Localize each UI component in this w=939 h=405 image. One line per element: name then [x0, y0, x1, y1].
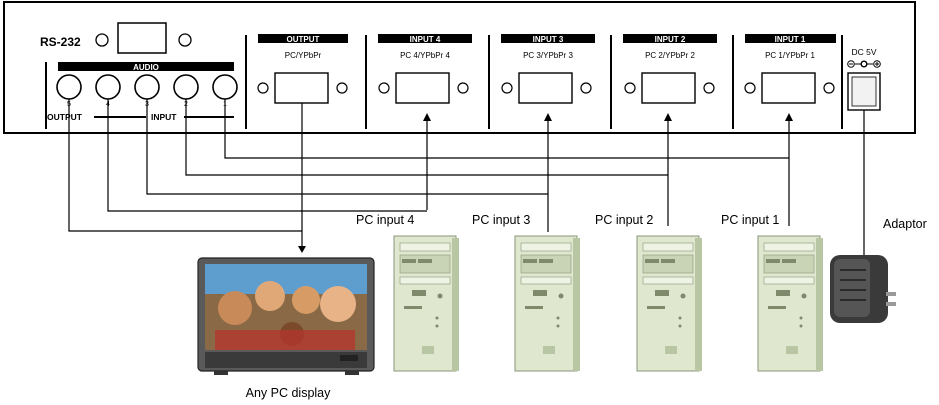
audio-jack-5 — [56, 74, 82, 100]
dc-label: DC 5V — [851, 47, 876, 57]
audio-header-label: AUDIO — [133, 63, 159, 72]
rs232-screw-right — [178, 33, 192, 47]
audio-header-bar — [58, 62, 234, 71]
port-input-4-connector — [395, 72, 450, 104]
display-label: Any PC display — [246, 386, 332, 400]
audio-jack-3 — [134, 74, 160, 100]
port-input-2-header: INPUT 2 — [655, 35, 686, 44]
pc-input-4-label: PC input 4 — [356, 213, 414, 227]
audio-input-label: INPUT — [151, 112, 177, 122]
dc-power-jack: DC 5V — [841, 35, 881, 129]
port-input-2-sub: PC 2/YPbPr 2 — [645, 51, 695, 60]
port-input-2: INPUT 2 PC 2/YPbPr 2 — [610, 34, 717, 129]
audio-cable-output — [68, 99, 303, 248]
port-output-connector — [274, 72, 329, 104]
port-input-3: INPUT 3 PC 3/YPbPr 3 — [488, 34, 595, 129]
port-input-4-sub: PC 4/YPbPr 4 — [400, 51, 450, 60]
port-input-4: INPUT 4 PC 4/YPbPr 4 — [365, 34, 472, 129]
audio-jack-2 — [173, 74, 199, 100]
pc-tower-3 — [514, 235, 580, 372]
port-output-sub: PC/YPbPr — [285, 51, 322, 60]
port-input-1-connector — [761, 72, 816, 104]
pc-tower-1 — [757, 235, 823, 372]
port-input-1: INPUT 1 PC 1/YPbPr 1 — [732, 34, 836, 129]
rs232-screw-left — [95, 33, 109, 47]
port-output: OUTPUT PC/YPbPr — [245, 34, 348, 129]
port-input-2-connector — [641, 72, 696, 104]
pc-tower-2 — [636, 235, 702, 372]
audio-cable-2 — [185, 99, 668, 176]
port-input-1-header: INPUT 1 — [775, 35, 806, 44]
port-input-3-header: INPUT 3 — [533, 35, 564, 44]
audio-cables — [68, 99, 789, 253]
audio-output-label: OUTPUT — [47, 112, 83, 122]
power-adaptor — [830, 255, 896, 323]
port-input-1-sub: PC 1/YPbPr 1 — [765, 51, 815, 60]
rs232-label: RS-232 — [40, 35, 81, 49]
port-input-3-sub: PC 3/YPbPr 3 — [523, 51, 573, 60]
adaptor-label: Adaptor — [883, 217, 927, 231]
audio-jack-4 — [95, 74, 121, 100]
audio-cable-4 — [107, 99, 427, 212]
audio-jack-1 — [212, 74, 238, 100]
pc-display — [197, 257, 375, 375]
pc-input-1-label: PC input 1 — [721, 213, 779, 227]
audio-cable-3 — [146, 99, 548, 195]
rs232-connector — [117, 22, 167, 54]
video-cables — [301, 103, 865, 255]
port-input-3-connector — [518, 72, 573, 104]
pc-input-2-label: PC input 2 — [595, 213, 653, 227]
pc-input-3-label: PC input 3 — [472, 213, 530, 227]
port-input-4-header: INPUT 4 — [410, 35, 441, 44]
display-arrow-head — [298, 246, 306, 253]
pc-tower-4 — [393, 235, 459, 372]
port-output-header: OUTPUT — [287, 35, 320, 44]
audio-cable-1 — [224, 99, 789, 159]
